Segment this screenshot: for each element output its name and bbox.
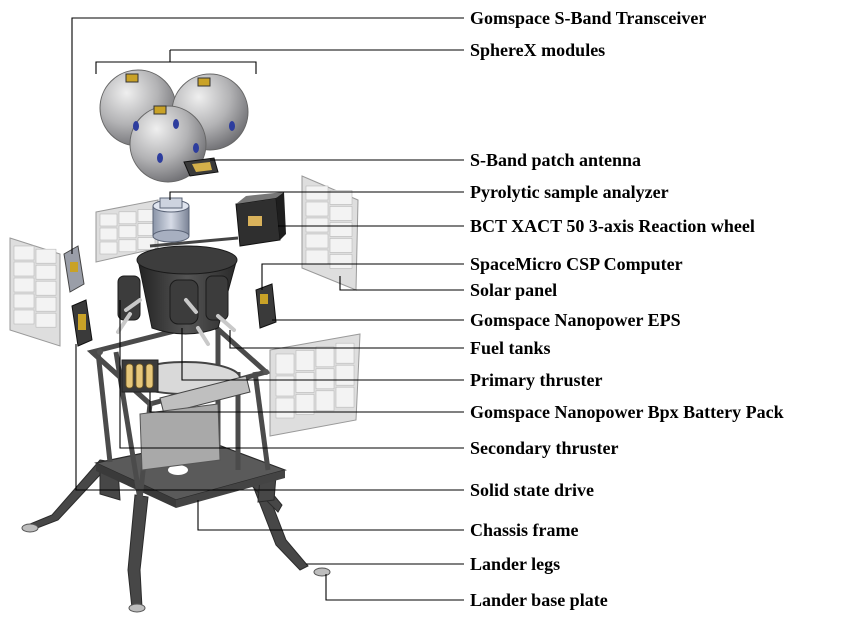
solar-cell	[329, 206, 353, 221]
label-secondary-thruster: Secondary thruster	[470, 438, 619, 458]
label-pyrolytic-sample-analyzer: Pyrolytic sample analyzer	[470, 182, 669, 202]
solar-cell	[13, 261, 35, 277]
solar-cell	[305, 233, 329, 249]
solar-cell	[305, 249, 329, 265]
solar-cell	[315, 390, 335, 412]
pyrolytic-sample-analyzer	[152, 197, 190, 243]
solar-cell	[118, 225, 137, 239]
solar-cell	[329, 238, 353, 253]
solar-cell	[329, 222, 353, 237]
chassis-frame	[86, 319, 287, 508]
label-spherex-modules: SphereX modules	[470, 40, 606, 60]
label-chassis-frame: Chassis frame	[470, 520, 579, 540]
solar-cell	[35, 248, 57, 264]
label-s-band-transceiver: Gomspace S-Band Transceiver	[470, 8, 707, 28]
label-battery-pack: Gomspace Nanopower Bpx Battery Pack	[470, 402, 784, 422]
s-band-transceiver	[63, 245, 85, 293]
solar-cell	[35, 280, 57, 296]
solar-cell	[137, 223, 156, 236]
solar-cell	[305, 185, 329, 201]
label-csp-computer: SpaceMicro CSP Computer	[470, 254, 683, 274]
label-solid-state-drive: Solid state drive	[470, 480, 594, 500]
label-fuel-tanks: Fuel tanks	[470, 338, 551, 358]
lander-body	[116, 236, 239, 346]
s-band-patch-antenna	[183, 157, 219, 177]
solar-cell	[295, 394, 315, 415]
solar-cell	[35, 264, 57, 280]
solar-cell	[275, 397, 295, 419]
solar-cell	[335, 386, 355, 408]
solar-cells	[13, 185, 355, 419]
solar-cell	[315, 368, 335, 390]
label-lander-base-plate: Lander base plate	[470, 590, 608, 610]
solar-cell	[118, 211, 137, 225]
label-s-band-patch-antenna: S-Band patch antenna	[470, 150, 642, 170]
solar-cell	[329, 190, 353, 205]
solar-cell	[99, 241, 118, 255]
csp-computer	[255, 283, 277, 329]
fuel-tanks	[117, 275, 229, 325]
label-reaction-wheel: BCT XACT 50 3-axis Reaction wheel	[470, 216, 755, 236]
solar-cell	[305, 217, 329, 233]
solar-cell	[335, 364, 355, 386]
spherex-modules	[99, 69, 249, 183]
solar-cell	[335, 342, 355, 364]
leader-lines	[71, 17, 464, 601]
solar-cell	[35, 312, 57, 328]
label-primary-thruster: Primary thruster	[470, 370, 603, 390]
solar-cell	[295, 372, 315, 393]
solar-cell	[13, 277, 35, 293]
solar-cell	[137, 237, 156, 250]
solar-cell	[329, 254, 353, 269]
solar-cell	[13, 309, 35, 325]
solar-cell	[118, 239, 137, 253]
solar-cell	[137, 209, 156, 222]
label-lander-legs: Lander legs	[470, 554, 561, 574]
label-solar-panel: Solar panel	[470, 280, 558, 300]
solar-cell	[275, 353, 295, 375]
solar-cell	[305, 201, 329, 217]
battery-pack	[121, 359, 159, 393]
solid-state-drive	[71, 299, 93, 347]
solar-cell	[295, 350, 315, 371]
label-nanopower-eps: Gomspace Nanopower EPS	[470, 310, 681, 330]
solar-cell	[315, 346, 335, 368]
solar-cell	[99, 213, 118, 227]
solar-cell	[13, 293, 35, 309]
solar-cell	[99, 227, 118, 241]
solar-cell	[13, 245, 35, 261]
reaction-wheel	[235, 192, 286, 247]
solar-cell	[35, 296, 57, 312]
solar-cell	[275, 375, 295, 397]
